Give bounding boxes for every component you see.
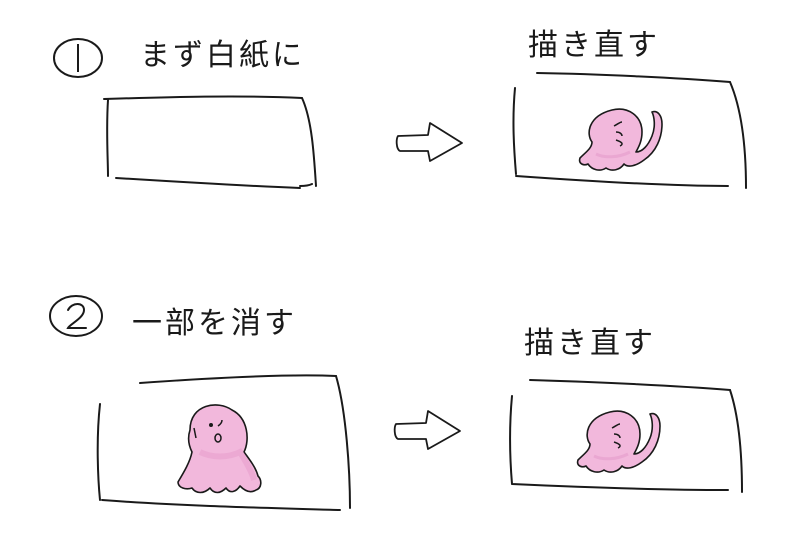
blank-paper-frame xyxy=(103,95,317,189)
arrow-row2 xyxy=(393,410,461,450)
result-frame-row2 xyxy=(509,379,743,493)
step1-number-circle xyxy=(53,38,103,78)
arrow-row1 xyxy=(395,122,463,162)
octopus-large xyxy=(177,404,262,494)
step2-label: 一部を消す xyxy=(132,306,297,341)
step2-result-label: 描き直す xyxy=(524,326,656,361)
erase-frame xyxy=(96,374,351,511)
octopus-row1 xyxy=(578,107,664,172)
step2-number-circle xyxy=(49,295,103,337)
step1-result-label: 描き直す xyxy=(528,28,660,63)
octopus-row2 xyxy=(576,409,662,474)
step1-label: まず白紙に xyxy=(140,38,305,73)
result-frame-row1 xyxy=(512,72,747,189)
